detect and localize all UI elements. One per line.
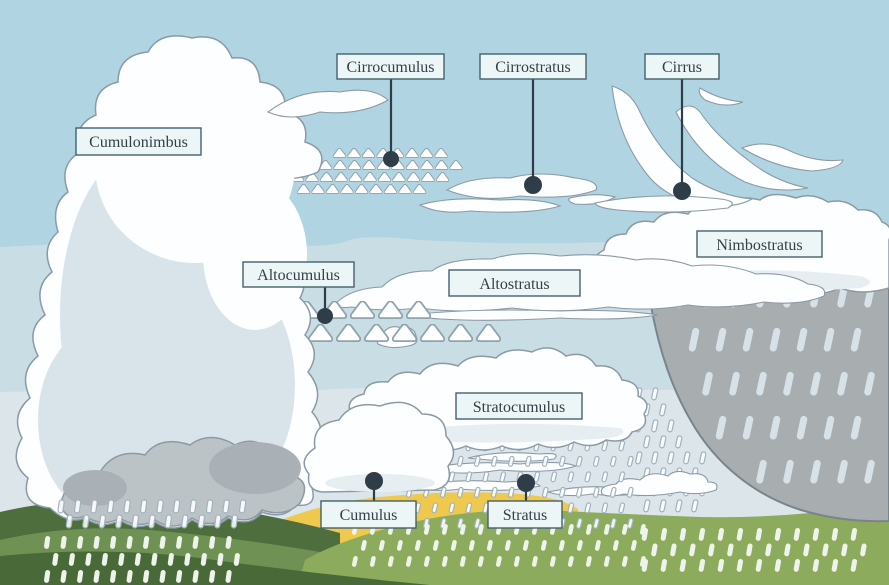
- label-stratus: Stratus: [487, 500, 563, 529]
- leader-cumulus: [365, 472, 383, 502]
- cumulonimbus-rain-over-hill: [44, 535, 240, 583]
- label-text: Altocumulus: [257, 267, 340, 284]
- cumulonimbus-rain-hollow: [57, 499, 247, 529]
- leader-altocumulus: [317, 287, 333, 324]
- cirrostratus-cloud: [418, 173, 617, 213]
- label-text: Nimbostratus: [716, 237, 802, 254]
- label-nimbostratus: Nimbostratus: [696, 230, 823, 258]
- cumulus-cloud: [303, 401, 455, 493]
- label-cirrocumulus: Cirrocumulus: [336, 53, 445, 80]
- high-wisp-cloud: [266, 89, 389, 118]
- label-cirrostratus: Cirrostratus: [479, 53, 587, 80]
- label-text: Cirrostratus: [495, 59, 571, 76]
- leader-cirrostratus: [524, 79, 542, 194]
- label-text: Stratus: [503, 507, 547, 524]
- hill-foreground-dark: [0, 551, 430, 585]
- label-cirrus: Cirrus: [644, 53, 720, 80]
- label-text: Cirrus: [662, 59, 702, 76]
- leader-stratus: [517, 474, 535, 502]
- label-stratocumulus: Stratocumulus: [455, 392, 583, 420]
- leader-cirrocumulus: [383, 79, 399, 167]
- label-text: Cumulus: [340, 507, 398, 524]
- label-text: Cumulonimbus: [89, 134, 188, 151]
- label-altostratus: Altostratus: [448, 269, 581, 297]
- label-text: Stratocumulus: [473, 399, 565, 416]
- label-cumulonimbus: Cumulonimbus: [75, 127, 202, 156]
- label-text: Altostratus: [479, 276, 549, 293]
- label-cumulus: Cumulus: [320, 500, 417, 529]
- nimbostratus-rain-over-hill: [641, 527, 867, 572]
- label-altocumulus: Altocumulus: [242, 261, 355, 288]
- nimbostratus-rain-shaft: [643, 262, 889, 523]
- leader-cirrus: [673, 79, 691, 200]
- label-text: Cirrocumulus: [347, 59, 435, 76]
